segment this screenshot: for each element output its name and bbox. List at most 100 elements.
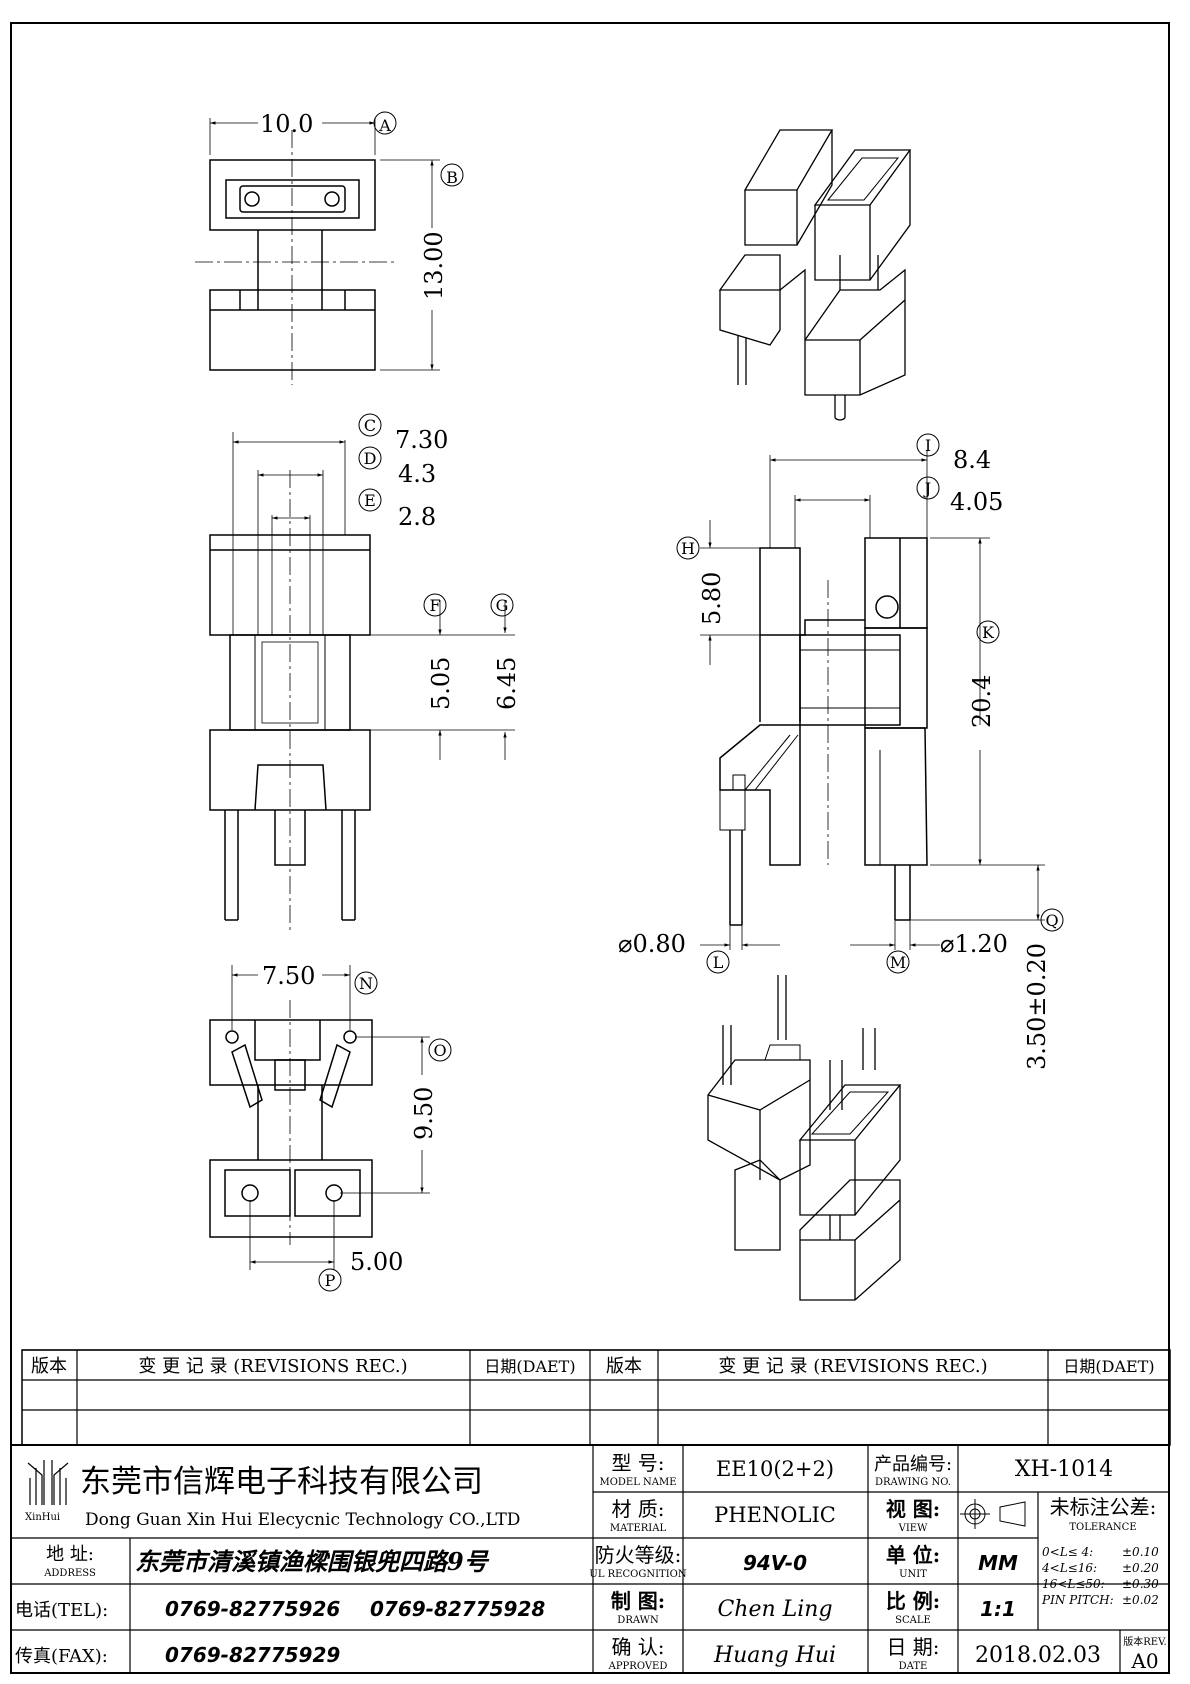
dim-g-id: G — [496, 596, 509, 615]
dim-q-id: Q — [1045, 911, 1058, 930]
model-label-en: MODEL NAME — [599, 1477, 676, 1488]
dim-m-value: ⌀1.20 — [940, 930, 1008, 958]
dim-k-value: 20.4 — [968, 675, 996, 728]
rev-col-record-2: 变 更 记 录 (REVISIONS REC.) — [718, 1356, 987, 1377]
dim-h-value: 5.80 — [698, 572, 726, 625]
rev-col-version-2: 版本 — [606, 1356, 642, 1377]
rev-col-date-1: 日期(DAET) — [484, 1357, 575, 1376]
tolerance-value-0: ±0.10 — [1122, 1545, 1159, 1559]
ul-label-en: UL RECOGNITION — [589, 1569, 686, 1580]
dim-g-value: 6.45 — [493, 657, 521, 710]
rev-col-record-1: 变 更 记 录 (REVISIONS REC.) — [138, 1356, 407, 1377]
dim-c-id: C — [364, 416, 376, 435]
date-label-en: DATE — [899, 1661, 928, 1672]
company-logo-text: XinHui — [25, 1512, 60, 1523]
tolerance-range-1: 4<L≤16: — [1041, 1561, 1097, 1575]
dim-o-id: O — [433, 1041, 446, 1060]
dim-q-value: 3.50±0.20 — [1023, 943, 1051, 1070]
tel-1: 0769-82775926 — [165, 1597, 340, 1621]
dim-l-value: ⌀0.80 — [618, 930, 686, 958]
dim-c-value: 7.30 — [395, 426, 448, 454]
date-label: 日 期: — [886, 1635, 939, 1659]
dim-d-id: D — [364, 449, 377, 468]
side-view — [676, 433, 1064, 974]
date-value: 2018.02.03 — [975, 1643, 1101, 1668]
tolerance-value-1: ±0.20 — [1122, 1561, 1159, 1575]
drawing-no-label-en: DRAWING NO. — [875, 1477, 951, 1488]
isometric-top — [718, 129, 912, 421]
scale-label-en: SCALE — [895, 1615, 931, 1626]
ul-value: 94V-0 — [743, 1551, 807, 1575]
company-logo — [27, 1460, 69, 1505]
dim-b-value: 13.00 — [420, 231, 448, 300]
drawing-frame — [10, 22, 1170, 1674]
title-block-grid — [10, 1349, 1171, 1674]
scale-value: 1:1 — [980, 1597, 1016, 1621]
unit-value: MM — [978, 1551, 1018, 1575]
dim-e-id: E — [364, 491, 376, 510]
dim-b-id: B — [446, 168, 458, 187]
approved-value: Huang Hui — [713, 1643, 836, 1668]
tolerance-table: 0<L≤ 4: ±0.10 4<L≤16: ±0.20 16<L≤50: ±0.… — [1041, 1545, 1159, 1607]
dim-h-id: H — [681, 539, 695, 558]
fax-value: 0769-82775929 — [165, 1643, 340, 1667]
tolerance-range-0: 0<L≤ 4: — [1042, 1545, 1093, 1559]
rev-col-version-1: 版本 — [31, 1356, 67, 1377]
drawing-no-label: 产品编号: — [874, 1454, 952, 1475]
tolerance-value-2: ±0.30 — [1122, 1577, 1159, 1591]
dim-n-id: N — [359, 974, 373, 993]
dim-l-id: L — [713, 953, 724, 972]
dim-i-id: I — [925, 436, 931, 455]
view-label-en: VIEW — [898, 1523, 928, 1534]
unit-label: 单 位: — [886, 1543, 940, 1567]
ul-label: 防火等级: — [595, 1543, 682, 1567]
tolerance-label-en: TOLERANCE — [1069, 1522, 1136, 1533]
tolerance-value-3: ±0.02 — [1122, 1593, 1159, 1607]
dim-a-id: A — [378, 116, 391, 135]
dim-e-value: 2.8 — [398, 503, 436, 531]
view-label: 视 图: — [886, 1497, 940, 1521]
dim-f-value: 5.05 — [427, 657, 455, 710]
dim-k-id: K — [982, 623, 995, 642]
model-label: 型 号: — [611, 1451, 664, 1475]
dim-n-value: 7.50 — [262, 962, 315, 990]
dim-p-id: P — [325, 1271, 336, 1290]
address-label-en: ADDRESS — [43, 1568, 96, 1579]
dim-o-value: 9.50 — [410, 1087, 438, 1140]
address-label: 地 址: — [46, 1544, 94, 1565]
tel-label: 电话(TEL): — [15, 1600, 108, 1621]
dim-a-value: 10.0 — [260, 110, 313, 138]
dim-m-id: M — [890, 953, 906, 972]
address-value: 东莞市清溪镇渔樑围银兜四路9号 — [135, 1547, 490, 1576]
dim-f-id: F — [429, 596, 440, 615]
drawn-label-en: DRAWN — [617, 1615, 659, 1626]
drawn-value: Chen Ling — [717, 1597, 832, 1622]
approved-label-en: APPROVED — [608, 1661, 668, 1672]
tel-2: 0769-82775928 — [370, 1597, 545, 1621]
top-view — [195, 111, 464, 385]
dim-j-value: 4.05 — [950, 488, 1003, 516]
tolerance-range-2: 16<L≤50: — [1042, 1577, 1105, 1591]
dim-d-value: 4.3 — [398, 460, 436, 488]
front-view — [209, 413, 515, 930]
company-name-cn: 东莞市信辉电子科技有限公司 — [80, 1464, 483, 1500]
isometric-bottom — [707, 975, 902, 1301]
dim-p-value: 5.00 — [350, 1248, 403, 1276]
tolerance-label: 未标注公差: — [1050, 1495, 1157, 1519]
rev-col-date-2: 日期(DAET) — [1063, 1357, 1154, 1376]
projection-symbol-icon — [960, 1499, 1026, 1529]
fax-label: 传真(FAX): — [15, 1646, 108, 1667]
rev-value: A0 — [1130, 1649, 1158, 1673]
approved-label: 确 认: — [611, 1635, 664, 1659]
rev-label: 版本REV. — [1123, 1635, 1166, 1648]
material-label-en: MATERIAL — [610, 1523, 667, 1534]
drawing-no-value: XH-1014 — [1015, 1457, 1113, 1482]
tolerance-range-3: PIN PITCH: — [1041, 1593, 1114, 1607]
drawn-label: 制 图: — [611, 1589, 665, 1613]
dim-j-id: J — [923, 479, 931, 498]
material-label: 材 质: — [611, 1497, 664, 1521]
dim-i-value: 8.4 — [953, 446, 991, 474]
unit-label-en: UNIT — [899, 1569, 927, 1580]
model-value: EE10(2+2) — [716, 1457, 834, 1481]
